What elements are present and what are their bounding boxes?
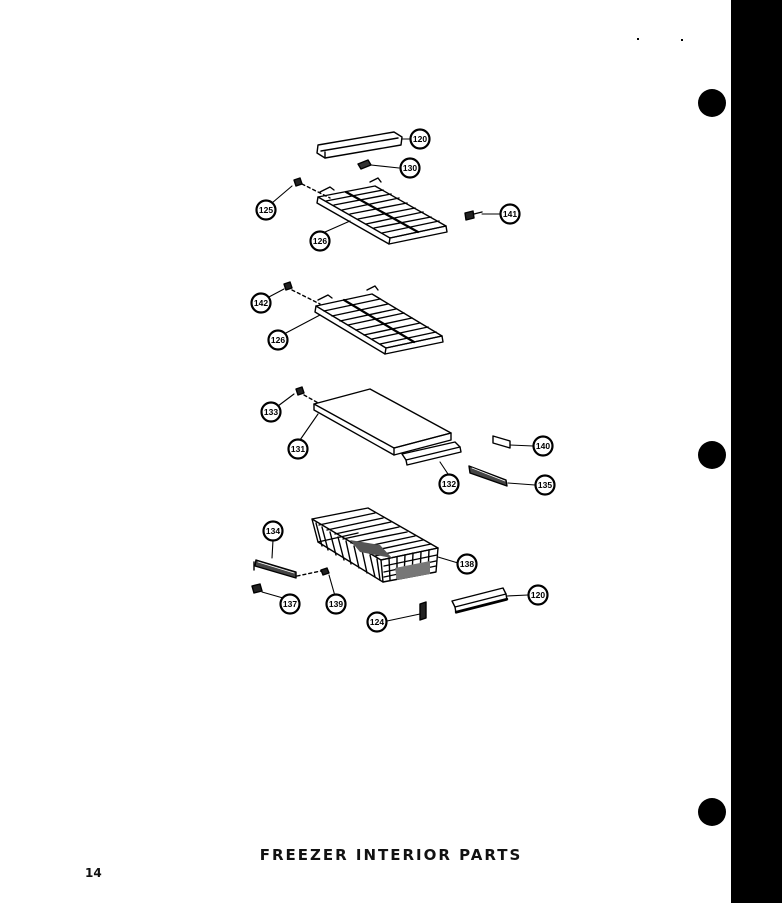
punch-hole-bottom — [698, 798, 726, 826]
callout-label: 126 — [313, 236, 327, 246]
callout-139: 139 — [325, 593, 347, 615]
callout-label: 120 — [413, 134, 427, 144]
callout-134: 134 — [262, 520, 284, 542]
callout-label: 140 — [536, 441, 550, 451]
wire-shelf-middle — [314, 285, 444, 355]
punch-hole-top — [698, 89, 726, 117]
trim-strip-top — [316, 131, 403, 159]
shelf-peg-middle — [283, 281, 293, 291]
callout-circle — [534, 474, 556, 496]
callout-140: 140 — [532, 435, 554, 457]
callout-132: 132 — [438, 473, 460, 495]
callout-126: 126 — [309, 230, 331, 252]
shelf-end-cap — [492, 435, 511, 449]
callout-131: 131 — [287, 438, 309, 460]
rail-screw — [251, 583, 263, 594]
slide-rail-right — [468, 465, 508, 487]
callout-label: 132 — [442, 479, 456, 489]
callout-circle — [527, 584, 549, 606]
callout-layer: 120 130 125 141 126 142 126 133 131 140 132 135 134 1… — [250, 128, 556, 633]
callout-circle — [456, 553, 478, 575]
callout-label: 142 — [254, 298, 268, 308]
callout-circle — [250, 292, 272, 314]
callout-130: 130 — [399, 157, 421, 179]
callout-label: 134 — [266, 526, 280, 536]
callout-circle — [409, 128, 431, 150]
leader-lines — [261, 138, 536, 622]
diagram-title: FREEZER INTERIOR PARTS — [259, 846, 523, 864]
callout-circle — [255, 199, 277, 221]
callout-label: 135 — [538, 480, 552, 490]
wire-basket — [311, 507, 439, 583]
callout-label: 141 — [503, 209, 517, 219]
callout-label: 124 — [370, 617, 384, 627]
callout-124: 124 — [366, 611, 388, 633]
clip-part — [357, 159, 372, 170]
callout-126: 126 — [267, 329, 289, 351]
callout-circle — [309, 230, 331, 252]
callout-138: 138 — [456, 553, 478, 575]
callout-circle — [532, 435, 554, 457]
callout-label: 126 — [271, 335, 285, 345]
callout-141: 141 — [499, 203, 521, 225]
punch-hole-middle — [698, 441, 726, 469]
basket-bumper — [419, 601, 427, 621]
callout-120: 120 — [409, 128, 431, 150]
wire-shelf-upper — [316, 177, 448, 245]
callout-circle — [262, 520, 284, 542]
callout-circle — [499, 203, 521, 225]
shelf-support-right — [464, 210, 483, 221]
callout-125: 125 — [255, 199, 277, 221]
callout-circle — [260, 401, 282, 423]
page-number: 14 — [85, 866, 102, 880]
callout-circle — [399, 157, 421, 179]
solid-shelf — [313, 388, 452, 456]
callout-label: 120 — [531, 590, 545, 600]
callout-circle — [438, 473, 460, 495]
callout-circle — [267, 329, 289, 351]
callout-label: 133 — [264, 407, 278, 417]
callout-circle — [279, 593, 301, 615]
callout-label: 137 — [283, 599, 297, 609]
basket-stop — [320, 567, 330, 576]
callout-label: 139 — [329, 599, 343, 609]
callout-label: 138 — [460, 559, 474, 569]
shelf-peg-lower — [295, 386, 305, 396]
trim-strip-bottom — [451, 587, 509, 614]
shelf-front-trim — [401, 441, 462, 466]
binder-edge — [731, 0, 782, 903]
callout-label: 125 — [259, 205, 273, 215]
callout-label: 130 — [403, 163, 417, 173]
callout-circle — [287, 438, 309, 460]
callout-133: 133 — [260, 401, 282, 423]
shelf-peg-upper — [293, 177, 303, 187]
callout-label: 131 — [291, 444, 305, 454]
callout-137: 137 — [279, 593, 301, 615]
callout-135: 135 — [534, 474, 556, 496]
slide-rail-left — [253, 559, 297, 579]
callout-142: 142 — [250, 292, 272, 314]
callout-circle — [325, 593, 347, 615]
callout-120: 120 — [527, 584, 549, 606]
callout-circle — [366, 611, 388, 633]
